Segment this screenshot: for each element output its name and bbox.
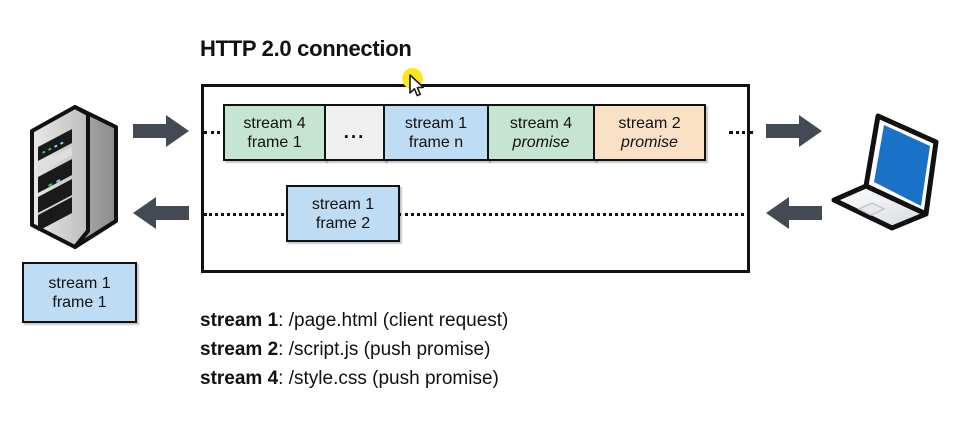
laptop-icon [826,108,944,232]
arrow-right-icon [133,114,189,148]
frame-row-inbound: stream 1 frame 2 [286,185,400,242]
frame-box-stream1-framen[interactable]: stream 1 frame n [383,104,489,161]
frame-label-line1: stream 4 [509,114,573,132]
legend-row-stream4: stream 4: /style.css (push promise) [200,364,508,393]
frame-box-ellipsis[interactable]: ... [323,104,386,161]
frame-label-line1: stream 1 [404,114,468,132]
frame-box-stream4-promise[interactable]: stream 4 promise [486,104,596,161]
frame-label-line2: frame 2 [315,214,371,232]
frame-label-line2: ... [343,121,366,143]
mouse-cursor-icon [409,74,426,98]
stream-line-row2-left [204,213,289,216]
frame-label-line1: stream 1 [311,195,375,213]
legend-row-stream2: stream 2: /script.js (push promise) [200,335,508,364]
arrow-left-icon [133,196,189,230]
server-icon [28,103,120,251]
frame-label-line1: stream 2 [618,114,681,132]
frame-label-line2: frame n [408,133,464,151]
legend-stream-name: stream 4 [200,368,279,389]
arrow-left-icon [766,196,822,230]
frame-box-stream2-promise[interactable]: stream 2 promise [593,104,706,161]
stream-legend: stream 1: /page.html (client request) st… [200,306,508,393]
frame-label-line1: stream 1 [48,274,111,292]
stream-line-row1-left [204,131,226,134]
frame-label-line1: stream 4 [243,114,306,132]
stream-line-row2-right [398,213,750,216]
frame-box-stream4-frame1[interactable]: stream 4 frame 1 [223,104,326,161]
legend-stream-detail: : /script.js (push promise) [278,339,491,360]
legend-stream-name: stream 2 [200,339,279,360]
frame-label-line2: promise [621,133,678,151]
queued-frame-container: stream 1 frame 1 [22,262,137,323]
legend-row-stream1: stream 1: /page.html (client request) [200,306,508,335]
frame-label-line2: promise [512,133,570,151]
frame-label-line2: frame 1 [52,293,107,311]
frame-box-stream1-frame2[interactable]: stream 1 frame 2 [286,185,400,242]
frame-label-line2: frame 1 [247,133,302,151]
page-title: HTTP 2.0 connection [200,36,412,61]
frame-box-queued-stream1-frame1[interactable]: stream 1 frame 1 [22,262,137,323]
legend-stream-name: stream 1 [200,310,279,331]
frame-row-outbound: stream 4 frame 1 ... stream 1 frame n st… [223,104,706,161]
arrow-right-icon [766,114,822,148]
legend-stream-detail: : /page.html (client request) [278,310,509,331]
stream-line-row1-right [729,131,753,134]
legend-stream-detail: : /style.css (push promise) [278,368,499,389]
